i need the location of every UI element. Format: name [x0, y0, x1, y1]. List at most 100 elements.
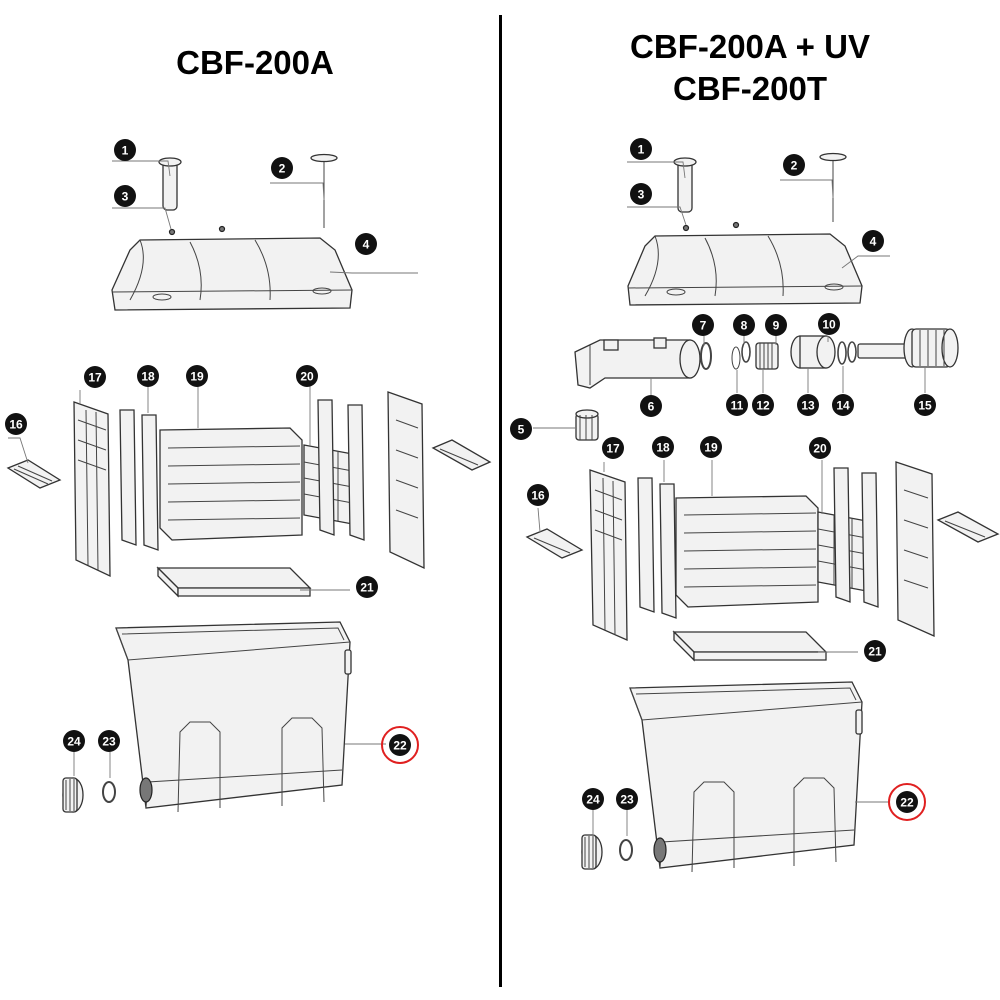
right-callout-9: 9	[765, 314, 787, 336]
right-callout-8: 8	[733, 314, 755, 336]
right-part-24-drawing	[581, 834, 603, 870]
right-callout-label-21: 21	[868, 645, 882, 659]
right-part-10-drawing	[755, 342, 779, 370]
right-callout-marker-1	[630, 138, 652, 160]
right-callout-label-13: 13	[801, 399, 815, 413]
right-callout-marker-15	[914, 394, 936, 416]
left-callout-23: 23	[98, 730, 120, 752]
right-callout-label-7: 7	[700, 319, 707, 333]
right-callout-marker-17	[602, 437, 624, 459]
right-part-5-drawing	[575, 409, 599, 441]
right-callout-marker-13	[797, 394, 819, 416]
left-callout-3: 3	[114, 185, 136, 207]
right-callout-label-12: 12	[756, 399, 770, 413]
right-callout-11: 11	[726, 394, 748, 416]
right-callout-label-11: 11	[731, 399, 744, 413]
part-3-drawing	[168, 225, 226, 236]
left-panel-drawing	[6, 153, 492, 813]
part-17-drawing	[73, 401, 111, 578]
left-highlight-ring-22	[381, 726, 419, 764]
left-callout-label-1: 1	[122, 144, 129, 158]
right-callout-10: 10	[818, 313, 840, 335]
right-callout-marker-3	[630, 183, 652, 205]
right-callout-14: 14	[832, 394, 854, 416]
right-callout-marker-21	[864, 640, 886, 662]
right-callout-marker-7	[692, 314, 714, 336]
left-callout-marker-20	[296, 365, 318, 387]
right-callout-label-4: 4	[870, 235, 877, 249]
right-callout-marker-9	[765, 314, 787, 336]
part-23-drawing	[102, 781, 116, 803]
right-callout-label-24: 24	[586, 793, 600, 807]
right-callout-label-10: 10	[822, 318, 836, 332]
right-callout-3: 3	[630, 183, 652, 205]
right-callout-label-2: 2	[791, 159, 798, 173]
left-callout-marker-23	[98, 730, 120, 752]
left-callout-label-22: 22	[393, 739, 407, 753]
right-callout-marker-12	[752, 394, 774, 416]
left-callout-17: 17	[84, 366, 106, 388]
left-callout-marker-2	[271, 157, 293, 179]
right-callout-label-5: 5	[518, 423, 525, 437]
left-callout-marker-19	[186, 365, 208, 387]
right-callout-label-23: 23	[620, 793, 634, 807]
right-callout-marker-23	[616, 788, 638, 810]
right-second-tray-drawing	[936, 511, 1000, 543]
right-part-19-drawing	[675, 495, 819, 608]
part-24-drawing	[62, 777, 84, 813]
left-callout-2: 2	[271, 157, 293, 179]
right-callout-24: 24	[582, 788, 604, 810]
right-callout-marker-20	[809, 437, 831, 459]
left-callout-4: 4	[355, 233, 377, 255]
left-callout-marker-4	[355, 233, 377, 255]
right-callout-marker-16	[527, 484, 549, 506]
left-callout-label-16: 16	[9, 418, 23, 432]
right-callout-13: 13	[797, 394, 819, 416]
right-part-18-drawing	[637, 477, 677, 619]
left-callout-18: 18	[137, 365, 159, 387]
right-part-3-drawing	[682, 221, 740, 232]
left-model-title: CBF-200A	[176, 44, 334, 81]
right-callout-label-19: 19	[704, 441, 718, 455]
left-callout-marker-21	[356, 576, 378, 598]
right-part-8-drawing	[731, 346, 741, 370]
left-callout-label-20: 20	[300, 370, 314, 384]
left-callout-label-17: 17	[88, 371, 102, 385]
right-callout-21: 21	[864, 640, 886, 662]
left-callout-marker-24	[63, 730, 85, 752]
right-callout-marker-24	[582, 788, 604, 810]
right-callout-marker-8	[733, 314, 755, 336]
right-callout-23: 23	[616, 788, 638, 810]
right-part-16-drawing	[525, 528, 584, 559]
right-callout-12: 12	[752, 394, 774, 416]
right-callout-label-22: 22	[900, 796, 914, 810]
left-callout-label-2: 2	[279, 162, 286, 176]
right-callout-label-20: 20	[813, 442, 827, 456]
right-callout-label-14: 14	[836, 399, 850, 413]
left-callout-marker-17	[84, 366, 106, 388]
left-right-grid-panel-drawing	[387, 391, 425, 570]
right-part-14-drawing	[837, 341, 857, 365]
right-callout-19: 19	[700, 436, 722, 458]
right-callout-label-15: 15	[918, 399, 932, 413]
right-model-title-line2: CBF-200T	[672, 70, 828, 107]
right-right-grid-panel-drawing	[895, 461, 935, 638]
center-divider	[499, 15, 502, 987]
part-21-drawing	[156, 566, 312, 598]
left-callout-label-19: 19	[190, 370, 204, 384]
right-callout-marker-22	[896, 791, 918, 813]
right-callout-7: 7	[692, 314, 714, 336]
left-callout-marker-1	[114, 139, 136, 161]
left-second-tray-drawing	[431, 439, 492, 471]
left-callout-marker-18	[137, 365, 159, 387]
right-callout-marker-19	[700, 436, 722, 458]
part-2-drawing	[310, 153, 338, 228]
right-part-15-drawing	[903, 328, 959, 368]
right-callout-15: 15	[914, 394, 936, 416]
left-callout-22: 22	[381, 726, 419, 764]
right-callout-label-18: 18	[656, 441, 670, 455]
right-part-12-drawing	[790, 335, 836, 369]
right-callout-18: 18	[652, 436, 674, 458]
